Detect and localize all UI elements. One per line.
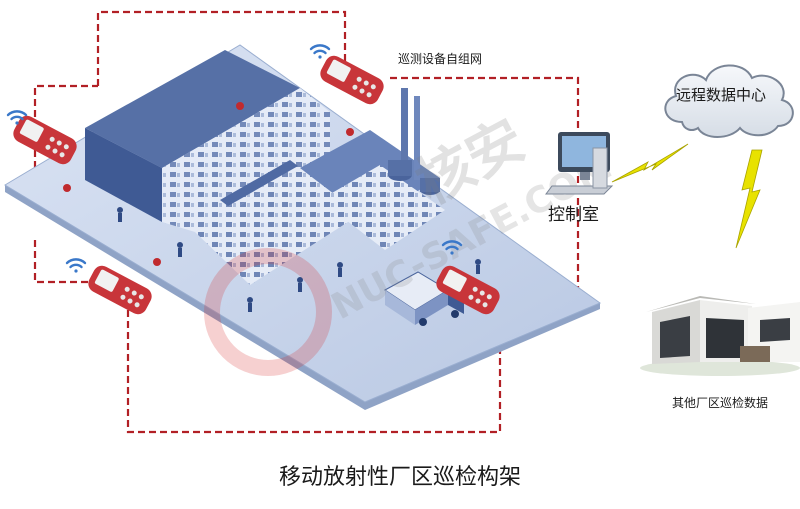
link-left-to-bottom-device xyxy=(33,240,92,284)
link-top-left-loop xyxy=(96,10,347,86)
link-bottom-loop xyxy=(126,306,502,434)
radiation-markers xyxy=(63,102,354,266)
truck-icon xyxy=(384,271,464,326)
lightning-icon xyxy=(735,149,763,249)
lab-partition xyxy=(220,160,298,206)
building-back-wall xyxy=(85,50,300,168)
link-left-outer xyxy=(33,84,98,128)
tank-1-body xyxy=(388,160,412,176)
cloud-icon xyxy=(664,64,794,138)
stack-2 xyxy=(414,96,420,180)
handheld-detector-icon xyxy=(13,115,77,165)
handheld-detector-icon xyxy=(436,265,500,315)
handheld-detector-icon xyxy=(320,55,384,105)
other-plant-label: 其他厂区巡检数据 xyxy=(672,396,769,410)
factory-buildings xyxy=(63,50,481,326)
cloud-label: 远程数据中心 xyxy=(676,86,767,104)
watermark-logo-icon xyxy=(204,248,332,376)
house-icon xyxy=(640,296,800,376)
building-left-wall xyxy=(85,128,162,222)
floor-side xyxy=(5,185,600,410)
building-interior xyxy=(162,88,330,232)
wifi-icon xyxy=(6,110,28,125)
computer-icon xyxy=(545,132,614,195)
wifi-icon xyxy=(65,258,87,273)
worker-figures xyxy=(117,207,481,312)
diagram-title: 移动放射性厂区巡检构架 xyxy=(278,465,521,490)
lightning-icon xyxy=(611,143,689,183)
control-room-label: 控制室 xyxy=(548,205,599,225)
wifi-icon xyxy=(309,44,331,59)
stack-1 xyxy=(401,88,408,178)
right-hall-floor xyxy=(320,165,445,250)
tank-2-body xyxy=(420,178,440,192)
wifi-icon xyxy=(441,240,463,255)
network-label: 巡测设备自组网 xyxy=(398,52,483,66)
handheld-detector-icon xyxy=(88,265,152,315)
